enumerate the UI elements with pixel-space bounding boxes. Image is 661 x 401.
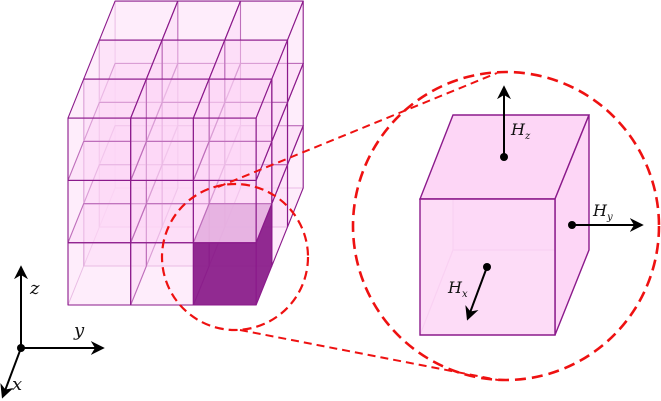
hx-label-sub: x: [462, 289, 468, 300]
y-axis-label: y: [73, 320, 85, 341]
hy-vector: Hy: [568, 201, 644, 232]
hx-vector: Hx: [447, 263, 491, 321]
x-axis-label: x: [12, 374, 22, 395]
hx-label-main: H: [447, 278, 463, 297]
svg-text:Hx: Hx: [447, 278, 468, 300]
cell-grid-block: [67, 0, 304, 306]
zoom-source-circle: [160, 182, 310, 332]
svg-text:Hz: Hz: [510, 120, 531, 142]
hz-label-sub: z: [524, 131, 531, 142]
zoom-connector-bottom: [239, 329, 499, 381]
zoom-connector-top: [217, 72, 498, 188]
hz-label-main: H: [510, 120, 526, 139]
hy-label-main: H: [592, 201, 608, 220]
zoom-target-circle: [351, 70, 661, 382]
hy-label-sub: y: [606, 212, 613, 223]
hz-vector: Hz: [497, 85, 531, 161]
z-axis-label: z: [29, 278, 40, 299]
coordinate-axes: z y x: [0, 265, 105, 399]
svg-text:Hy: Hy: [592, 201, 613, 223]
